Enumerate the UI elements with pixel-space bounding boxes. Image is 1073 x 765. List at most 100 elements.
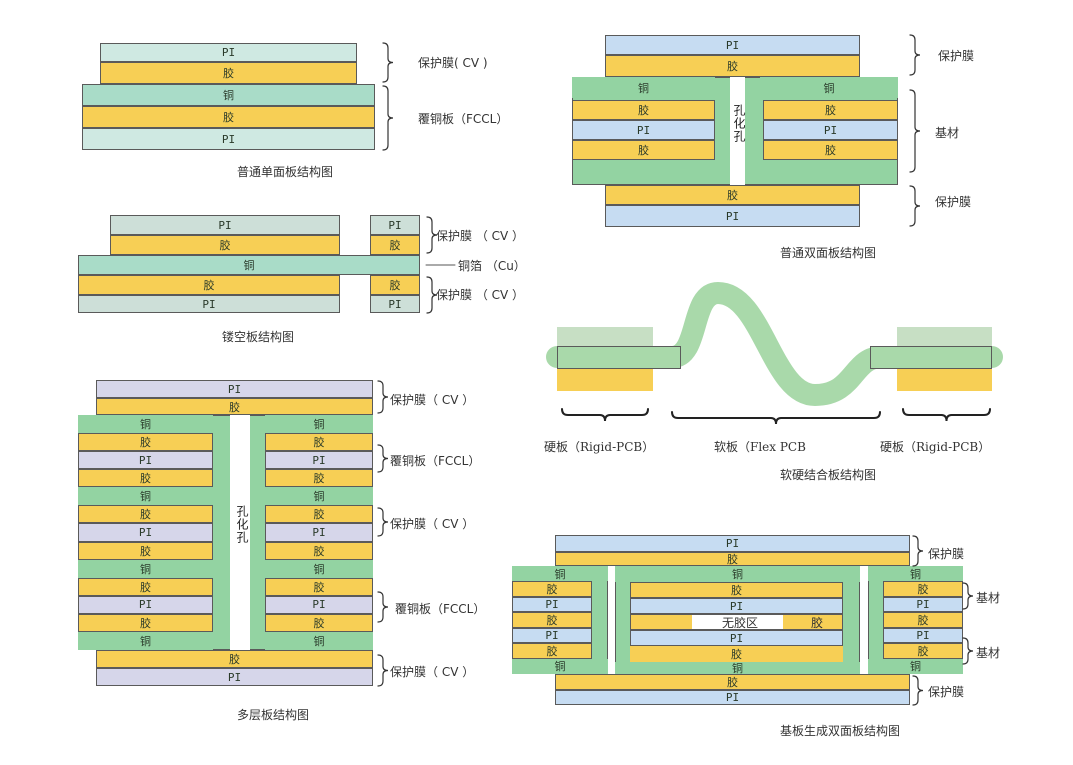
- glue-label: 胶: [313, 436, 325, 450]
- cu-layer: 铜: [868, 658, 963, 674]
- glue-layer: 胶: [555, 674, 910, 690]
- glue-label: 胶: [140, 616, 151, 630]
- pi-layer: PI: [96, 380, 373, 398]
- glue-label: 胶: [546, 644, 558, 658]
- glue-layer: 胶: [78, 275, 340, 295]
- cu-layer: 铜: [265, 415, 373, 434]
- rigid-right-glue: [897, 369, 992, 391]
- bracket-label: 保护膜（ CV ）: [390, 393, 475, 407]
- pi-layer: PI: [265, 451, 373, 470]
- cu-layer: 铜: [572, 77, 715, 98]
- glue-label: 胶: [229, 400, 240, 414]
- pi-layer: PI: [78, 295, 340, 313]
- glue-label: 胶: [546, 614, 558, 627]
- pi-label: PI: [221, 132, 236, 146]
- glue-layer: 胶: [763, 100, 898, 120]
- pi-layer: PI: [555, 690, 910, 705]
- pi-layer: PI: [265, 595, 373, 614]
- cu-label: 铜: [732, 568, 743, 581]
- cu-layer: 铜: [78, 415, 213, 434]
- coverlay-top-label: 保护膜: [928, 547, 965, 561]
- diagram-title: 多层板结构图: [237, 708, 310, 722]
- coverlay-bottom-label: 保护膜 （ CV ）: [436, 288, 525, 302]
- pi-layer: PI: [82, 128, 375, 150]
- cu-label: 铜: [910, 660, 921, 674]
- glue-label: 胶: [389, 239, 401, 252]
- cu-layer: 铜: [615, 566, 860, 582]
- cu-label: 铜: [638, 81, 649, 95]
- glue-label: 胶: [825, 144, 836, 157]
- pi-label: PI: [916, 628, 930, 642]
- pi-label: PI: [227, 670, 242, 684]
- rigid-right-coverlay: [897, 327, 992, 346]
- substrate-label: 基材: [935, 126, 960, 140]
- coverlay-bottom-label: 保护膜: [935, 195, 972, 209]
- pi-layer: PI: [605, 205, 860, 227]
- cu-label: 铜: [140, 490, 151, 504]
- glue-layer: 胶: [78, 541, 213, 560]
- cu-layer: 铜: [760, 77, 898, 98]
- cu-label: 铜: [313, 634, 325, 648]
- pi-label: PI: [388, 297, 402, 311]
- glue-layer: 胶: [78, 433, 213, 452]
- coverlay-top-label: 保护膜 （ CV ）: [436, 229, 525, 243]
- no-glue-label: 无胶区: [722, 616, 759, 630]
- cu-layer: 铜: [512, 658, 608, 674]
- pi-label: PI: [221, 46, 236, 59]
- bracket-label: 保护膜（ CV ）: [390, 517, 475, 531]
- pi-layer: PI: [630, 598, 843, 614]
- pi-label: PI: [138, 453, 153, 467]
- coverlay-top-label: 保护膜: [938, 49, 975, 63]
- hole-label: 孔化孔: [235, 505, 249, 544]
- pi-layer: PI: [630, 630, 843, 646]
- cu-label: 铜: [554, 660, 566, 674]
- glue-layer: 胶: [630, 646, 843, 662]
- substrate-label: 基材: [976, 591, 1001, 605]
- cu-label: 铜: [140, 562, 151, 576]
- pi-label: PI: [545, 628, 559, 642]
- glue-layer: 胶: [883, 581, 963, 597]
- rigid-left-label: 硬板（Rigid-PCB）: [544, 440, 655, 454]
- cu-layer: 铜: [82, 84, 375, 106]
- glue-label: 胶: [917, 644, 929, 658]
- rigid-right-label: 硬板（Rigid-PCB）: [880, 440, 991, 454]
- glue-label: 胶: [313, 580, 325, 594]
- pi-layer: PI: [100, 43, 357, 62]
- cu-label: 铜: [223, 89, 234, 102]
- pi-label: PI: [725, 537, 740, 550]
- pi-label: PI: [218, 218, 232, 232]
- coverlay-label: 保护膜( CV ): [418, 56, 488, 70]
- cu-layer: 铜: [512, 566, 608, 582]
- glue-layer: 胶: [96, 650, 373, 668]
- bracket-label: 覆铜板（FCCL）: [395, 602, 486, 616]
- glue-label: 胶: [140, 436, 151, 450]
- cu-label: 铜: [140, 634, 151, 648]
- pi-layer: PI: [512, 627, 592, 644]
- pi-label: PI: [725, 691, 740, 704]
- pi-label: PI: [916, 598, 930, 612]
- bracket-label: 保护膜（ CV ）: [390, 665, 475, 679]
- fccl-label: 覆铜板（FCCL）: [418, 112, 509, 126]
- cu-label: 铜: [554, 567, 566, 581]
- glue-label: 胶: [313, 544, 325, 558]
- glue-layer: 胶: [883, 612, 963, 628]
- glue-label: 胶: [140, 508, 151, 522]
- glue-layer: 胶: [883, 643, 963, 659]
- cu-layer: 铜: [868, 566, 963, 582]
- glue-label: 胶: [313, 472, 325, 486]
- diagram-title: 普通单面板结构图: [237, 165, 334, 179]
- glue-label: 胶: [731, 648, 742, 661]
- glue-layer: 胶: [605, 185, 860, 205]
- cu-label: 铜: [823, 81, 835, 95]
- rigid-left-core: [557, 346, 681, 369]
- cu-layer: 铜: [78, 559, 213, 578]
- pi-layer: PI: [265, 523, 373, 542]
- pi-label: PI: [312, 453, 326, 467]
- cu-label: 铜: [140, 418, 151, 432]
- glue-label: 胶: [140, 544, 151, 558]
- diagram-title: 镂空板结构图: [222, 330, 295, 344]
- no-glue-zone: [692, 615, 783, 629]
- cu-layer: 铜: [615, 662, 860, 675]
- pi-layer: PI: [883, 627, 963, 644]
- pi-label: PI: [388, 218, 402, 232]
